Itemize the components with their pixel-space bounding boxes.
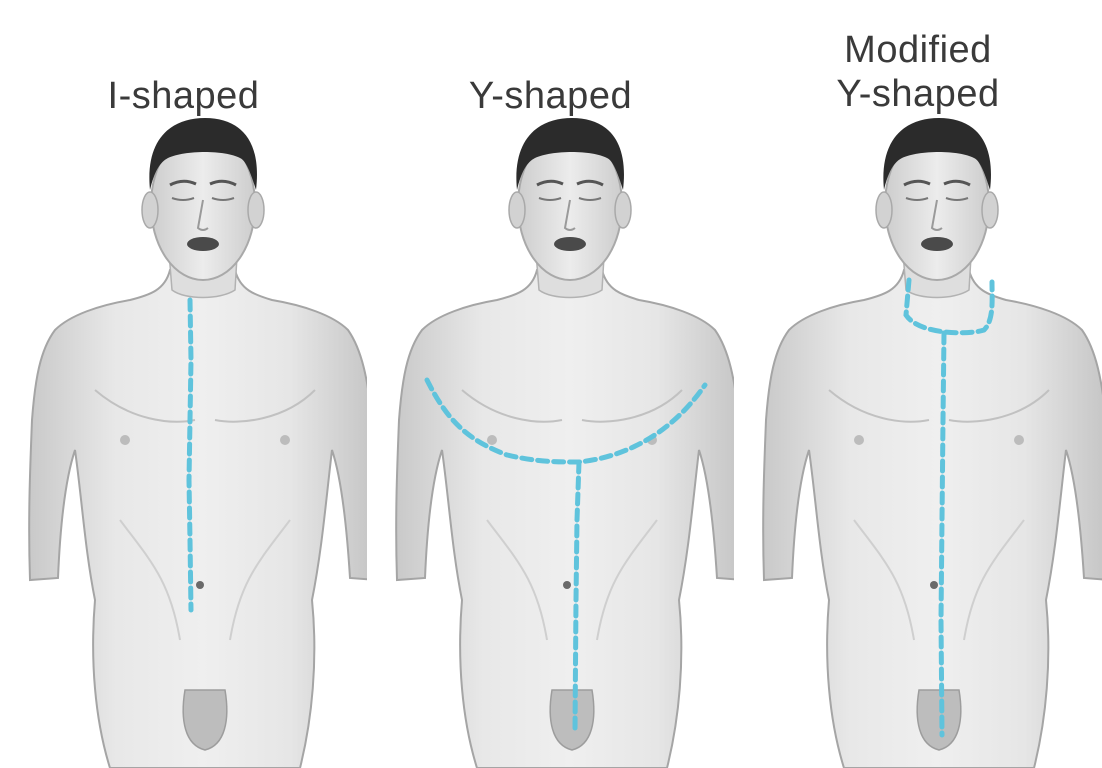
incision-line [189, 300, 191, 610]
panel-y-shaped: Y-shaped [367, 0, 734, 768]
figure-modified-y-shaped [734, 0, 1102, 768]
male-body-figure [763, 118, 1102, 768]
male-body-figure [29, 118, 367, 768]
male-body-figure [396, 118, 734, 768]
panel-modified-y-shaped: Modified Y-shaped [734, 0, 1102, 768]
panel-i-shaped: I-shaped [0, 0, 367, 768]
figure-y-shaped [367, 0, 734, 768]
figure-i-shaped [0, 0, 367, 768]
